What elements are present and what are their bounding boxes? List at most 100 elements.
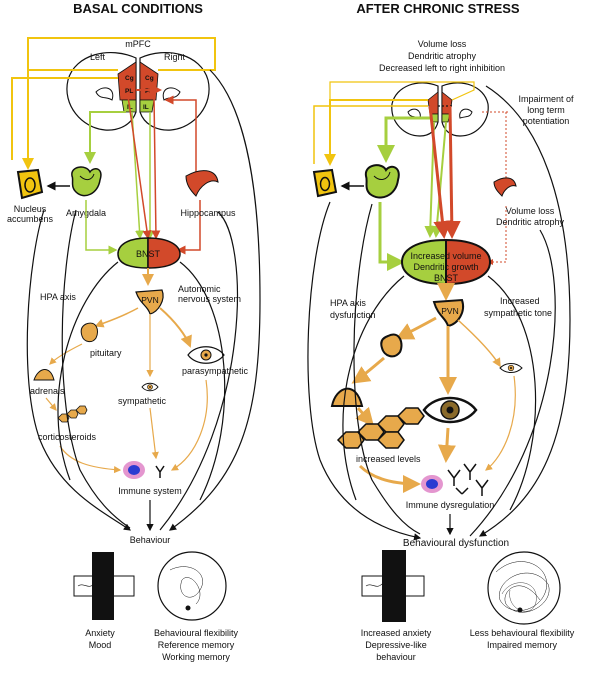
- hippocampus-behaviour-arc: [159, 211, 238, 531]
- pituitary-label: pituitary: [90, 348, 122, 358]
- stressed-large-eye-icon: [422, 396, 478, 424]
- stress-panel: AFTER CHRONIC STRESS Volume loss Dendrit…: [307, 1, 575, 662]
- sympathetic-label: sympathetic: [118, 396, 167, 406]
- elevated-plus-maze-icon: [73, 552, 135, 620]
- cort-immune-arrow: [59, 445, 122, 474]
- stressed-water-maze-icon: [487, 551, 561, 625]
- bnst-green-half: [117, 237, 149, 269]
- pituitary-adrenals-arrow: [49, 343, 83, 365]
- stressed-pituitary-icon: [380, 333, 403, 358]
- stressed-bnst-behaviour-arc-2: [487, 275, 537, 511]
- mpfc-slices: mPFC Left Right Cg PL IL Cg PL IL: [66, 39, 210, 131]
- bnst-label: BNST: [136, 249, 161, 259]
- amygdala-shape: [71, 166, 102, 197]
- stressed-corticosteroid-icon: [336, 407, 425, 449]
- stressed-amygdala-bnst-arrow: [378, 202, 405, 271]
- right-pl-label: PL: [145, 88, 153, 95]
- parasympathetic-label: parasympathetic: [182, 366, 249, 376]
- stressed-pl-bnst-arrow: [428, 105, 452, 239]
- pfc-change-1: Volume loss: [418, 39, 467, 49]
- accumbens-shape: [16, 168, 44, 200]
- stressed-mpfc-slices: [391, 82, 489, 137]
- stressed-hippocampus-shape: [493, 177, 517, 197]
- outcome-anxiety: Anxiety: [85, 628, 115, 638]
- nucleus-accumbens: Nucleus accumbens: [7, 168, 54, 224]
- stressed-bnst: Increased volume Dendritic growth BNST: [400, 238, 492, 286]
- outcome-mood: Mood: [89, 640, 112, 650]
- stressed-hippo-pfc-line: [480, 111, 507, 190]
- pvn-parasympathetic-arrow: [159, 307, 192, 348]
- hpa-axis-label: HPA axis: [40, 292, 76, 302]
- pvn-label: PVN: [141, 295, 158, 305]
- ltp-label-2: long term: [527, 105, 565, 115]
- outcome-increased-anxiety: Increased anxiety: [361, 628, 432, 638]
- corticosteroid-icon: [57, 405, 88, 423]
- hippocampus-label: Hippocampus: [180, 208, 236, 218]
- pvn-pituitary-arrow: [94, 307, 139, 328]
- stressed-symp-immune-arrow: [437, 427, 456, 463]
- bnst-change-2: Dendritic growth: [413, 262, 478, 272]
- pfc-accumbens-path-2: [11, 77, 118, 160]
- stressed-pvn-shape: [432, 298, 464, 328]
- basal-panel: BASAL CONDITIONS mPFC Left Right Cg PL I…: [7, 1, 261, 662]
- accumbens-behaviour-arc: [26, 209, 131, 531]
- stressed-pvn: PVN: [432, 298, 464, 328]
- stressed-bnst-green: [400, 238, 447, 286]
- bnst-change-3: BNST: [434, 273, 459, 283]
- accumbens-label-2: accumbens: [7, 214, 54, 224]
- left-label: Left: [90, 52, 106, 62]
- stressed-bnst-red: [445, 238, 492, 286]
- hippo-change-1: Volume loss: [506, 206, 555, 216]
- stressed-accumbens-path-2: [313, 105, 428, 164]
- outcome-flexibility: Behavioural flexibility: [154, 628, 239, 638]
- pituitary-icon: [80, 322, 99, 343]
- stressed-amygdala-detail: [373, 171, 391, 180]
- immune-dysregulation-label: Immune dysregulation: [406, 500, 495, 510]
- pfc-change-2: Dendritic atrophy: [408, 51, 477, 61]
- left-cg-pl-region: [117, 61, 137, 101]
- sympathetic-tone-1: Increased: [500, 296, 540, 306]
- stressed-pituitary-adrenal-arrow: [351, 356, 385, 384]
- stressed-accumbens-shape: [312, 168, 338, 198]
- accumbens-label-1: Nucleus: [14, 204, 47, 214]
- autonomic-label-2: nervous system: [178, 294, 241, 304]
- ltp-label-3: potentiation: [523, 116, 570, 126]
- outcome-impaired-memory: Impaired memory: [487, 640, 558, 650]
- adrenals-label: adrenals: [30, 386, 65, 396]
- left-cg-label: Cg: [125, 75, 134, 82]
- outcome-working-memory: Working memory: [162, 652, 230, 662]
- pvn: PVN: [135, 289, 164, 315]
- right-il-label: IL: [143, 104, 149, 111]
- stressed-accumbens-core: [319, 176, 331, 192]
- stressed-para-immune-arrow: [485, 375, 516, 471]
- stressed-plus-maze-icon: [361, 550, 425, 622]
- stressed-right-green: [441, 113, 451, 123]
- stressed-amygdala-behaviour-arc: [353, 203, 421, 535]
- right-cg-label: Cg: [145, 75, 154, 82]
- il-amygdala-arrow: [84, 111, 126, 164]
- stressed-immune-cell-icon: [421, 475, 443, 493]
- sympathetic-immune-arrow: [149, 407, 159, 460]
- bnst-behaviour-arc: [57, 261, 119, 481]
- hippocampus-bnst-arrow: [176, 200, 201, 255]
- right-pl-bnst-arrow: [151, 95, 161, 240]
- stressed-adrenal-cort-arrow: [355, 406, 374, 427]
- stressed-accumbens-behaviour-arc: [307, 201, 422, 541]
- hippocampus: Hippocampus: [180, 170, 236, 218]
- right-label: Right: [164, 52, 186, 62]
- outcome-behaviour: behaviour: [376, 652, 416, 662]
- behaviour-label: Behaviour: [130, 535, 171, 545]
- stressed-accumbens: [312, 168, 338, 198]
- ltp-label-1: Impairment of: [518, 94, 574, 104]
- increased-levels-label: increased levels: [356, 454, 421, 464]
- water-maze-icon: [157, 551, 227, 621]
- hippocampus-shape: [185, 170, 219, 197]
- adrenals-icon: [33, 369, 55, 381]
- stress-title: AFTER CHRONIC STRESS: [356, 1, 520, 16]
- adrenals-cort-arrow: [45, 397, 57, 411]
- behavioural-dysfunction-label: Behavioural dysfunction: [403, 538, 509, 549]
- right-pfc-accumbens-path: [27, 37, 216, 71]
- pvn-shape: [135, 289, 164, 315]
- pfc-behaviour-arc: [169, 69, 261, 531]
